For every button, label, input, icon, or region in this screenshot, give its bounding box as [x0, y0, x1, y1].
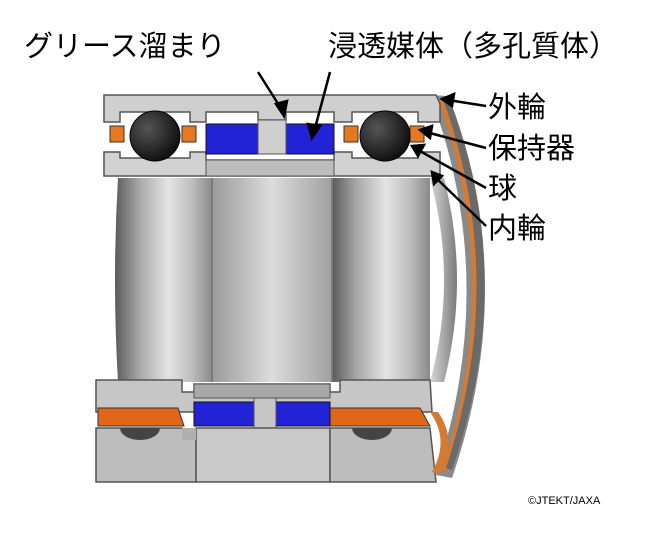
label-inner-ring: 内輪 [488, 211, 547, 245]
leader-lines [256, 71, 487, 227]
label-outer-ring: 外輪 [488, 90, 547, 124]
retainer-top-2 [181, 125, 197, 143]
outer-rim-edge [430, 95, 486, 478]
top-cross-section [103, 94, 441, 177]
ball-top-left [129, 110, 181, 162]
bottom-cross-section [95, 379, 449, 483]
porous-medium-bottom-left [193, 401, 255, 427]
retainer-bottom-left [97, 407, 185, 427]
bearing-bore [115, 178, 457, 382]
retainer-bottom-right [327, 407, 431, 427]
retainer-top-1 [109, 125, 125, 143]
porous-medium-top-left [205, 123, 259, 155]
porous-medium-bottom-right [275, 401, 331, 427]
label-grease-pocket: グリース溜まり [24, 29, 226, 63]
retainer-top-3 [343, 125, 359, 143]
copyright-credit: ©JTEKT/JAXA [528, 495, 601, 507]
label-porous-medium: 浸透媒体（多孔質体） [328, 29, 619, 63]
ball-top-right [359, 110, 411, 162]
label-ball: 球 [488, 171, 518, 205]
ball-bottom-left [120, 428, 160, 440]
ball-bottom-right [352, 428, 392, 440]
label-retainer: 保持器 [488, 131, 576, 165]
